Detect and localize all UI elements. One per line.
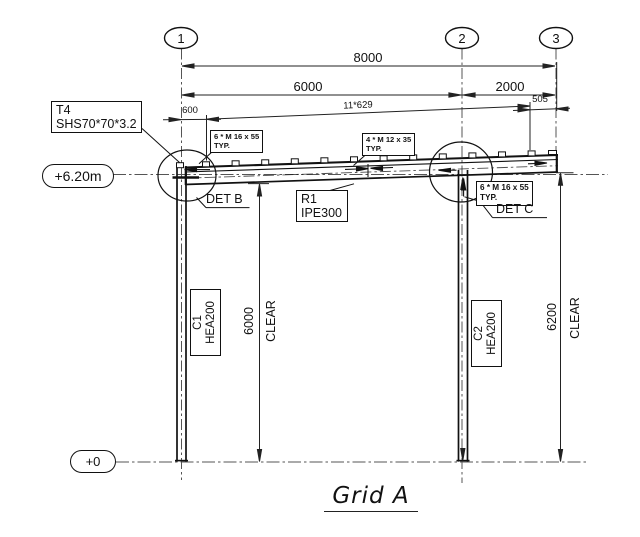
tag-r1: R1 IPE300 [296, 190, 348, 222]
drawing-title-wrap: Grid A [296, 483, 446, 512]
dimension-lines-horizontal [162, 62, 571, 161]
note-bolts-left-text: 6 * M 16 x 55 [214, 132, 260, 141]
grid-bubbles [163, 26, 574, 50]
dim-right-clear: CLEAR [568, 296, 582, 339]
grid-bubble-2: 2 [458, 31, 466, 46]
dim-start-offset: 600 [182, 105, 198, 116]
dim-cleat-spacing: 11*629 [343, 99, 373, 112]
drawing-title: Grid A [324, 483, 418, 512]
note-bolts-right: 6 * M 16 x 55 TYP. [476, 181, 533, 206]
tag-r1-section: IPE300 [301, 206, 343, 220]
dim-right-height: 6200 [545, 302, 559, 331]
tag-t4: T4 SHS70*70*3.2 [51, 101, 142, 133]
bolt-indicator-arrows [184, 160, 548, 197]
label-det-b: DET B [206, 192, 243, 206]
dim-right-span: 2000 [495, 79, 525, 94]
tag-c2-mark: C2 [473, 326, 485, 341]
purlin-cleats [176, 150, 536, 169]
level-base-value: +0 [85, 454, 101, 469]
level-marker-base: +0 [70, 450, 116, 473]
dim-left-clear: CLEAR [264, 299, 278, 342]
note-bolts-mid: 4 * M 12 x 35 TYP. [362, 133, 416, 156]
tag-t4-section: SHS70*70*3.2 [56, 117, 137, 131]
level-eave-value: +6.20m [54, 168, 102, 184]
dim-end-offset: 505 [532, 94, 548, 105]
grid-bubble-1: 1 [177, 31, 185, 46]
tag-c2-section: HEA200 [485, 312, 498, 355]
rafter-beam [184, 150, 559, 186]
note-bolts-left-typ: TYP. [214, 141, 230, 151]
grid-centerlines [181, 48, 557, 483]
label-det-c: DET C [496, 202, 534, 216]
note-bolts-left: 6 * M 16 x 55 TYP. [210, 130, 264, 153]
note-bolts-right-typ: TYP. [480, 193, 498, 203]
detail-circles [157, 141, 494, 203]
note-bolts-mid-text: 4 * M 12 x 35 [366, 135, 412, 144]
note-bolts-mid-typ: TYP. [366, 144, 382, 154]
level-datum-lines [113, 174, 608, 463]
dim-left-height: 6000 [242, 306, 256, 335]
tag-t4-mark: T4 [56, 103, 71, 117]
dim-left-span: 6000 [293, 79, 323, 94]
grid-bubble-3: 3 [552, 31, 560, 46]
dim-overall: 8000 [353, 50, 383, 65]
column-c2 [456, 170, 470, 462]
tag-c1-mark: C1 [191, 314, 204, 330]
level-marker-eave: +6.20m [42, 164, 114, 188]
tag-r1-mark: R1 [301, 192, 317, 206]
note-bolts-right-text: 6 * M 16 x 55 [480, 183, 529, 192]
tag-c2: C2 HEA200 [471, 300, 502, 367]
tag-c1-section: HEA200 [204, 300, 217, 344]
tag-c1: C1 HEA200 [189, 288, 221, 356]
